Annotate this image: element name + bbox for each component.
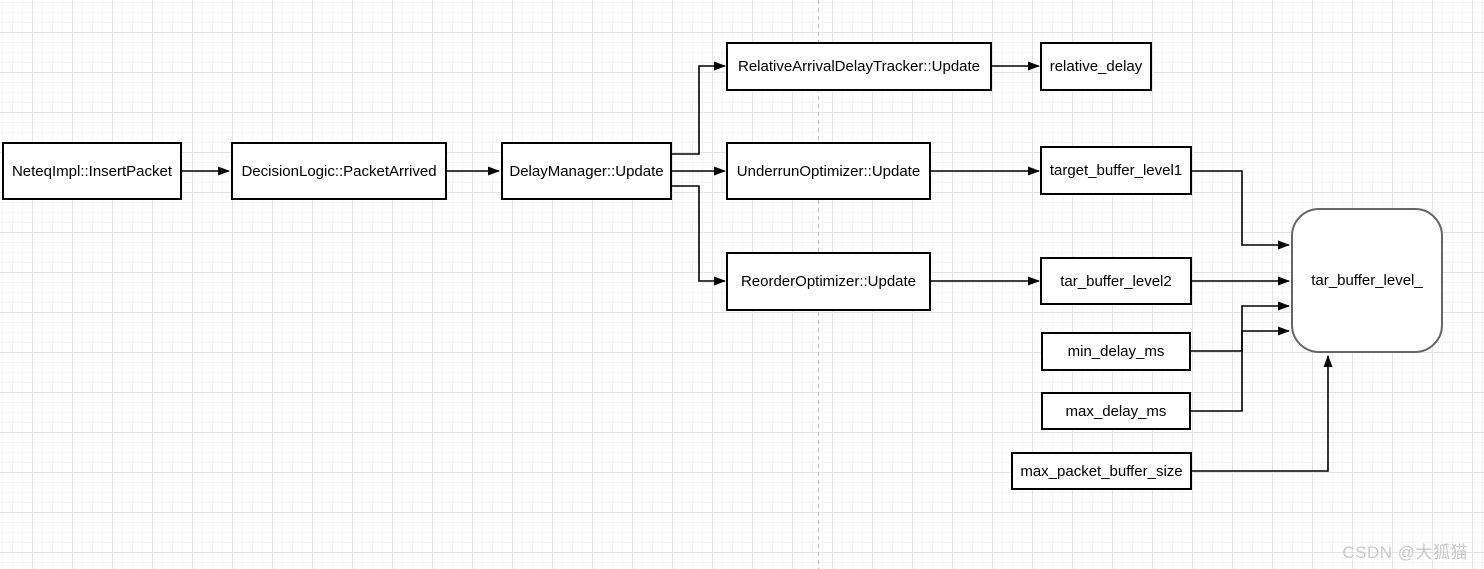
node-relativearrivaldelaytracker-update: RelativeArrivalDelayTracker::Update <box>726 42 992 91</box>
node-relative-delay: relative_delay <box>1040 42 1152 91</box>
edge-mindelayms-to-tarbufferlevel <box>1190 301 1290 352</box>
node-delaymanager-update: DelayManager::Update <box>501 142 672 200</box>
node-neteq-insertpacket: NeteqImpl::InsertPacket <box>2 142 182 200</box>
csdn-watermark: CSDN @大狐猫 <box>1342 543 1468 562</box>
edge-maxdelayms-to-tarbufferlevel <box>1190 326 1290 412</box>
node-max-delay-ms: max_delay_ms <box>1041 392 1191 430</box>
node-underrunoptimizer-update: UnderrunOptimizer::Update <box>726 142 931 200</box>
node-target-buffer-level1: target_buffer_level1 <box>1040 146 1192 195</box>
node-min-delay-ms: min_delay_ms <box>1041 332 1191 371</box>
node-tar-buffer-level2: tar_buffer_level2 <box>1040 257 1192 305</box>
node-tar-buffer-level: tar_buffer_level_ <box>1291 208 1443 353</box>
node-decisionlogic-packetarrived: DecisionLogic::PacketArrived <box>231 142 447 200</box>
node-max-packet-buffer-size: max_packet_buffer_size <box>1011 452 1192 490</box>
edge-delaymanager-to-relativetracker <box>672 61 726 155</box>
edge-targetbufferlevel1-to-tarbufferlevel <box>1192 170 1290 250</box>
node-reorderoptimizer-update: ReorderOptimizer::Update <box>726 252 931 311</box>
edge-delaymanager-to-reorderoptimizer <box>672 185 726 286</box>
edge-maxpacketbuffersize-to-tarbufferlevel <box>1192 355 1333 472</box>
